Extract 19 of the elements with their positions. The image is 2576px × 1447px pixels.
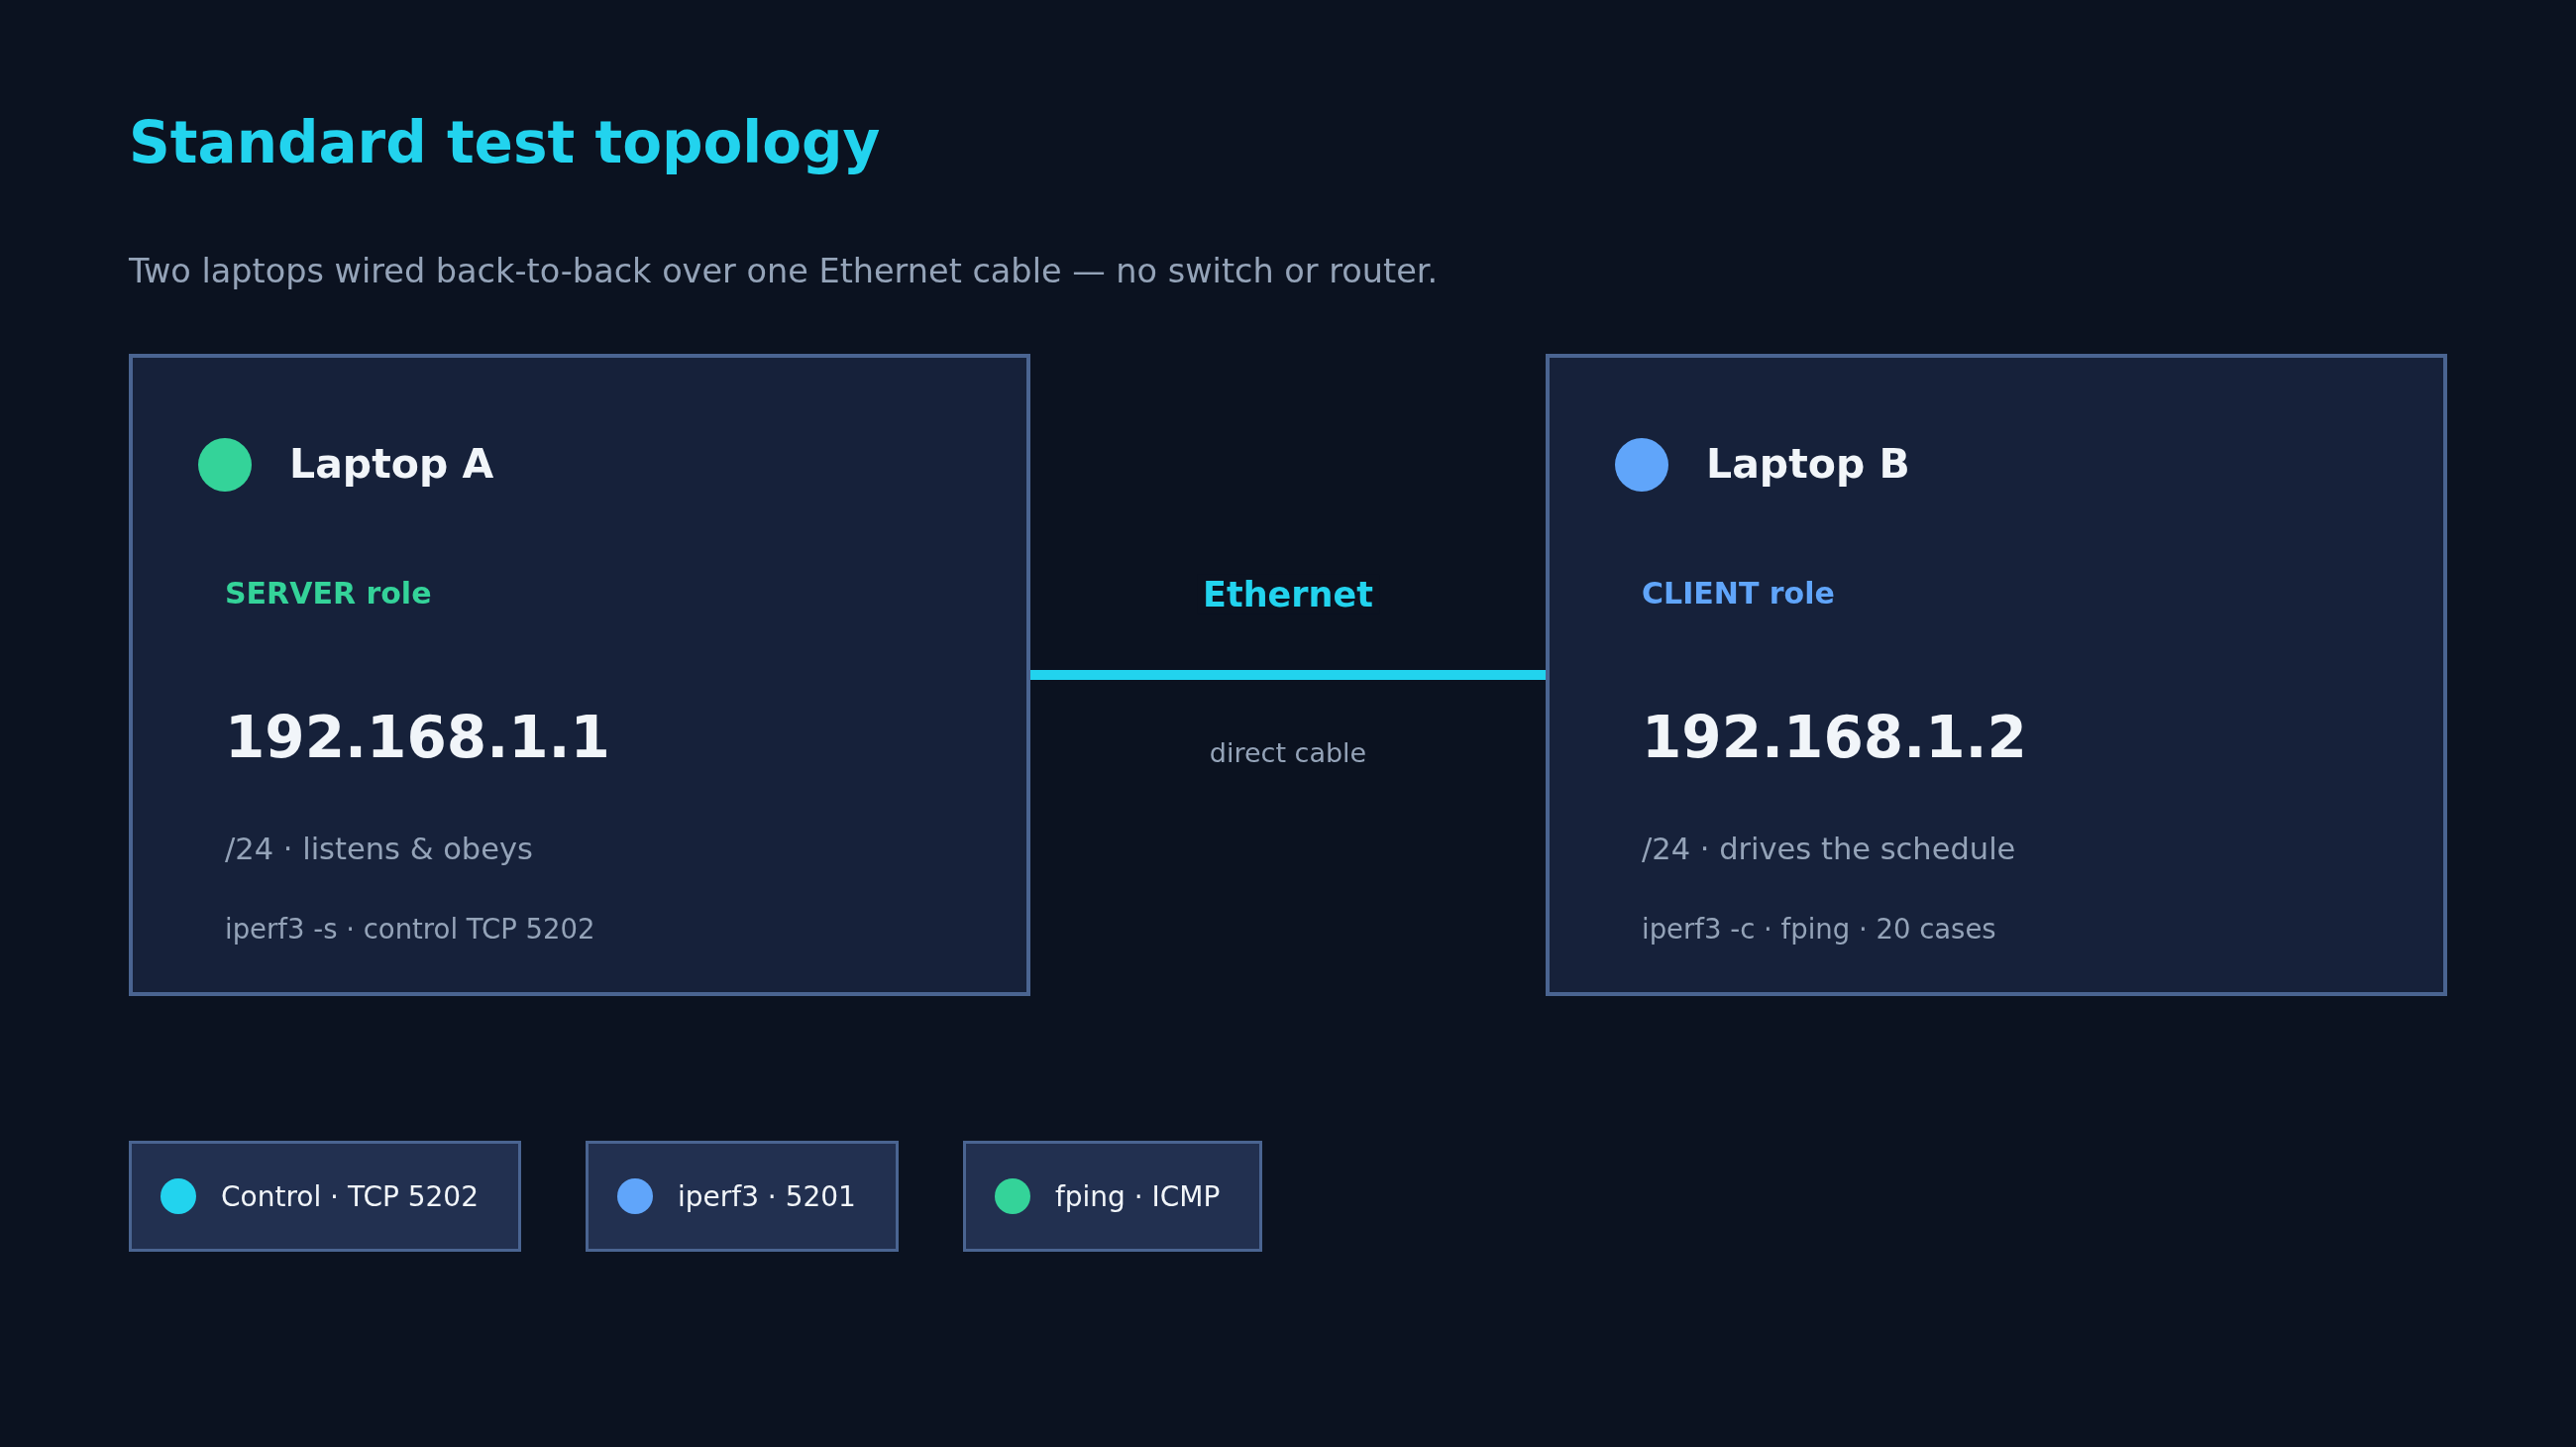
subtitle: Two laptops wired back-to-back over one Ethernet cable — no switch or router.: [129, 252, 1439, 291]
subnet-note: /24 · drives the schedule: [1642, 832, 2016, 867]
ip-address: 192.168.1.2: [1642, 704, 2027, 771]
node-heading: Laptop A: [289, 441, 494, 489]
diagram-title: Standard test topology: [129, 109, 881, 176]
role-label: SERVER role: [225, 576, 432, 612]
connector-line: [1030, 670, 1546, 680]
command-note: iperf3 -s · control TCP 5202: [225, 914, 595, 946]
ip-address: 192.168.1.1: [225, 704, 610, 771]
legend-label: iperf3 · 5201: [678, 1179, 856, 1213]
role-label: CLIENT role: [1642, 576, 1835, 612]
node-heading: Laptop B: [1706, 441, 1910, 489]
subnet-note: /24 · listens & obeys: [225, 832, 533, 867]
command-note: iperf3 -c · fping · 20 cases: [1642, 914, 1996, 946]
laptop-card: [129, 354, 1030, 996]
edge-note: direct cable: [1209, 737, 1367, 769]
legend-label: Control · TCP 5202: [221, 1179, 479, 1213]
laptop-card: [1546, 354, 2447, 996]
legend-label: fping · ICMP: [1054, 1179, 1221, 1213]
